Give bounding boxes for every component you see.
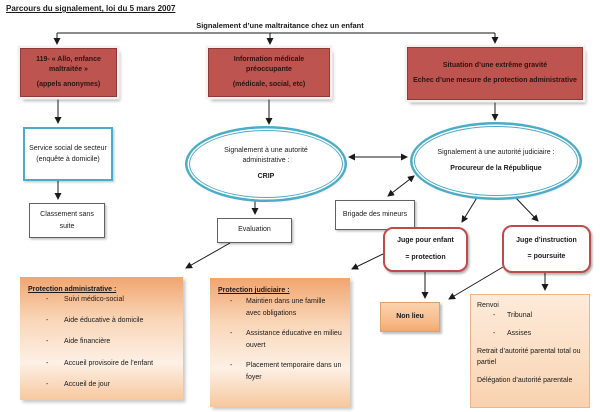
list-item-label: Assistance éducative en milieu ouvert bbox=[246, 330, 342, 349]
list-item: - Accueil provisoire de l’enfant bbox=[28, 359, 175, 369]
node-label: Juge d’instruction bbox=[516, 236, 577, 244]
page-title: Parcours du signalement, loi du 5 mars 2… bbox=[6, 4, 176, 13]
list-item-label: Aide financière bbox=[64, 338, 111, 346]
node-label: Retrait d’autorité parental total ou par… bbox=[477, 348, 581, 366]
node-label: Signalement à une autorité administrativ… bbox=[224, 147, 308, 165]
node-label: Service social de secteur (enquête à dom… bbox=[29, 144, 107, 163]
node-label: Brigade des mineurs bbox=[342, 211, 408, 219]
node-label: Délégation d’autorité parentale bbox=[477, 377, 573, 385]
node-label: Situation d’une extrême gravité bbox=[442, 62, 548, 70]
node-label: Non lieu bbox=[396, 312, 424, 320]
node-label-bold: Procureur de la République bbox=[450, 164, 542, 172]
bullet-dash: - bbox=[230, 298, 233, 306]
list-item-label: Maintien dans une famille avec obligatio… bbox=[246, 298, 326, 317]
node-label: Information médicale préoccupante bbox=[233, 56, 305, 74]
node-juge-pour-enfant: Juge pour enfant = protection bbox=[383, 227, 468, 272]
node-extreme-gravite: Situation d’une extrême gravité Echec d’… bbox=[407, 47, 583, 100]
node-allo-enfance: 119- « Allo, enfance maltraitée » (appel… bbox=[20, 48, 117, 97]
list-item: - Placement temporaire dans un foyer bbox=[218, 360, 342, 383]
list-item: - Assistance éducative en milieu ouvert bbox=[218, 328, 342, 351]
panel-title: Protection judiciaire : bbox=[218, 287, 290, 294]
arrow-procureur-juge-enfant bbox=[461, 195, 479, 223]
bullet-dash: - bbox=[46, 359, 49, 367]
node-label: Signalement à une autorité judiciaire : bbox=[437, 149, 555, 157]
arrow-procureur-juge-instruction bbox=[513, 195, 539, 222]
bullet-dash: - bbox=[230, 362, 233, 370]
node-label: Juge pour enfant bbox=[397, 237, 454, 245]
node-label-bold: CRIP bbox=[257, 172, 275, 180]
arrow-brigade-procureur-bidirectional bbox=[387, 175, 415, 197]
bullet-dash: - bbox=[493, 330, 496, 338]
node-non-lieu: Non lieu bbox=[380, 302, 440, 332]
list-item-label: Aide éducative à domicile bbox=[64, 317, 144, 325]
node-service-social: Service social de secteur (enquête à dom… bbox=[23, 127, 113, 181]
list-item-label: Assises bbox=[507, 330, 532, 338]
list-item: - Aide financière bbox=[28, 337, 175, 347]
bullet-dash: - bbox=[46, 296, 49, 304]
node-juge-instruction: Juge d’instruction = poursuite bbox=[502, 225, 591, 273]
arrow-evaluation-protection-admin bbox=[185, 242, 231, 269]
node-evaluation: Evaluation bbox=[217, 218, 292, 243]
bullet-dash: - bbox=[230, 330, 233, 338]
arrow-juge-enfant-protection-jud bbox=[351, 253, 384, 270]
list-item: - Suivi médico-social bbox=[28, 295, 175, 305]
node-label: 119- « Allo, enfance maltraitée » bbox=[36, 56, 101, 74]
list-item-label: Suivi médico-social bbox=[64, 296, 124, 304]
bullet-dash: - bbox=[493, 312, 496, 320]
node-label: = poursuite bbox=[527, 253, 566, 260]
list-item: - Accueil de jour bbox=[28, 380, 175, 390]
node-information-medicale: Information médicale préoccupante (médic… bbox=[208, 48, 330, 97]
list-item-label: Accueil de jour bbox=[64, 380, 110, 388]
node-brigade-mineurs: Brigade des mineurs bbox=[335, 200, 415, 230]
bullet-dash: - bbox=[46, 338, 49, 346]
list-item-label: Accueil provisoire de l’enfant bbox=[64, 359, 154, 367]
node-classement-sans-suite: Classement sans suite bbox=[29, 203, 105, 238]
node-label: Classement sans suite bbox=[40, 211, 94, 230]
list-item: - Tribunal bbox=[477, 311, 585, 321]
node-procureur-ellipse: Signalement à une autorité judiciaire : … bbox=[414, 126, 578, 196]
list-item: - Maintien dans une famille avec obligati… bbox=[218, 296, 342, 319]
node-label: Evaluation bbox=[238, 226, 271, 234]
node-label: (appels anonymes) bbox=[36, 80, 101, 88]
node-label: (médicale, social, etc) bbox=[232, 80, 306, 88]
node-protection-administrative: Protection administrative : - Suivi médic… bbox=[20, 277, 183, 400]
list-item-label: Tribunal bbox=[507, 312, 533, 320]
panel-title: Protection administrative : bbox=[28, 286, 117, 293]
flow-root-label: Signalement d’une maltraitance chez un e… bbox=[196, 21, 364, 30]
bullet-dash: - bbox=[46, 317, 49, 325]
node-label: = protection bbox=[405, 253, 446, 261]
panel-title: Renvoi bbox=[477, 302, 499, 309]
node-protection-judiciaire: Protection judiciaire : - Maintien dans u… bbox=[210, 278, 350, 407]
node-renvoi: Renvoi - Tribunal - Assises Retrait d’auto… bbox=[470, 294, 590, 408]
node-crip-ellipse: Signalement à une autorité administrativ… bbox=[189, 130, 343, 198]
list-item-label: Placement temporaire dans un foyer bbox=[246, 362, 342, 381]
node-label: Echec d’une mesure de protection adminis… bbox=[413, 76, 577, 84]
list-item: - Assises bbox=[477, 329, 585, 339]
bullet-dash: - bbox=[46, 380, 49, 388]
list-item: - Aide éducative à domicile bbox=[28, 316, 175, 326]
